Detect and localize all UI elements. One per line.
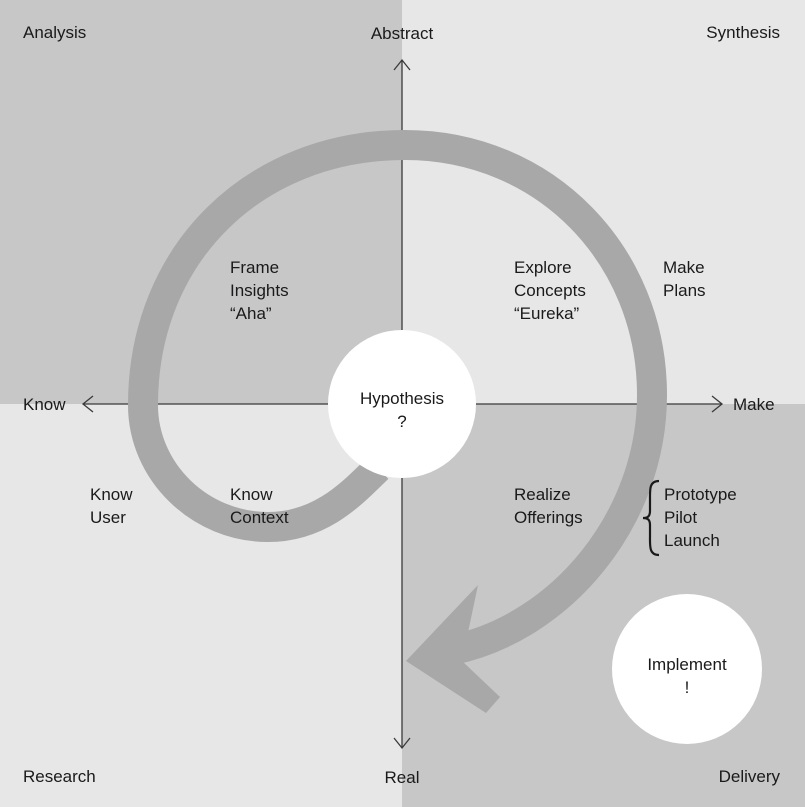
- corner-label-delivery: Delivery: [718, 767, 780, 786]
- hypothesis-circle: [328, 330, 476, 478]
- stage-know-context-line-1: Know: [230, 485, 273, 504]
- implement-title: Implement: [647, 655, 727, 674]
- implement-label: Implement !: [622, 653, 752, 699]
- stage-know-user-line-1: Know: [90, 485, 133, 504]
- stage-frame-line-1: Frame: [230, 258, 280, 277]
- quadrant-synthesis: [402, 0, 805, 404]
- corner-label-analysis: Analysis: [23, 23, 87, 42]
- axis-label-real: Real: [384, 768, 420, 787]
- stage-explore-line-2: Concepts: [514, 281, 586, 300]
- stage-make-plans-line-1: Make: [663, 258, 705, 277]
- stage-know-user-line-2: User: [90, 508, 126, 527]
- stage-know-context-line-2: Context: [230, 508, 289, 527]
- hypothesis-title: Hypothesis: [359, 389, 445, 408]
- spiral-arrowhead-icon: [406, 585, 500, 713]
- quadrant-analysis: [0, 0, 402, 404]
- stage-frame-line-3: “Aha”: [230, 304, 272, 323]
- stage-delivery-step-2: Pilot: [664, 508, 698, 527]
- curly-brace-icon: [642, 479, 660, 557]
- stage-explore-line-1: Explore: [514, 258, 572, 277]
- stage-know-user: Know User: [90, 483, 133, 529]
- arrow-left-icon: [81, 395, 94, 413]
- stage-delivery-steps: Prototype Pilot Launch: [664, 483, 737, 552]
- corner-label-synthesis: Synthesis: [706, 23, 780, 42]
- corner-label-research: Research: [23, 767, 96, 786]
- stage-realize-line-2: Offerings: [514, 508, 583, 527]
- stage-realize-offerings: Realize Offerings: [514, 483, 583, 529]
- hypothesis-mark: ?: [397, 412, 407, 431]
- axis-label-know: Know: [23, 395, 66, 414]
- spiral-arrow-icon: [127, 129, 668, 665]
- arrow-down-icon: [393, 737, 411, 750]
- implement-circle: [612, 594, 762, 744]
- stage-frame-line-2: Insights: [230, 281, 289, 300]
- stage-delivery-step-1: Prototype: [664, 485, 737, 504]
- arrow-up-icon: [393, 58, 411, 71]
- stage-explore-concepts: Explore Concepts “Eureka”: [514, 256, 586, 325]
- stage-delivery-step-3: Launch: [664, 531, 720, 550]
- stage-know-context: Know Context: [230, 483, 289, 529]
- axis-label-abstract: Abstract: [370, 24, 434, 43]
- axis-label-make: Make: [733, 395, 775, 414]
- stage-make-plans-line-2: Plans: [663, 281, 706, 300]
- stage-explore-line-3: “Eureka”: [514, 304, 580, 323]
- stage-realize-line-1: Realize: [514, 485, 571, 504]
- arrow-right-icon: [711, 395, 724, 413]
- hypothesis-label: Hypothesis ?: [337, 387, 467, 433]
- stage-make-plans: Make Plans: [663, 256, 706, 302]
- stage-frame-insights: Frame Insights “Aha”: [230, 256, 289, 325]
- implement-mark: !: [684, 678, 690, 697]
- quadrant-research: [0, 404, 402, 807]
